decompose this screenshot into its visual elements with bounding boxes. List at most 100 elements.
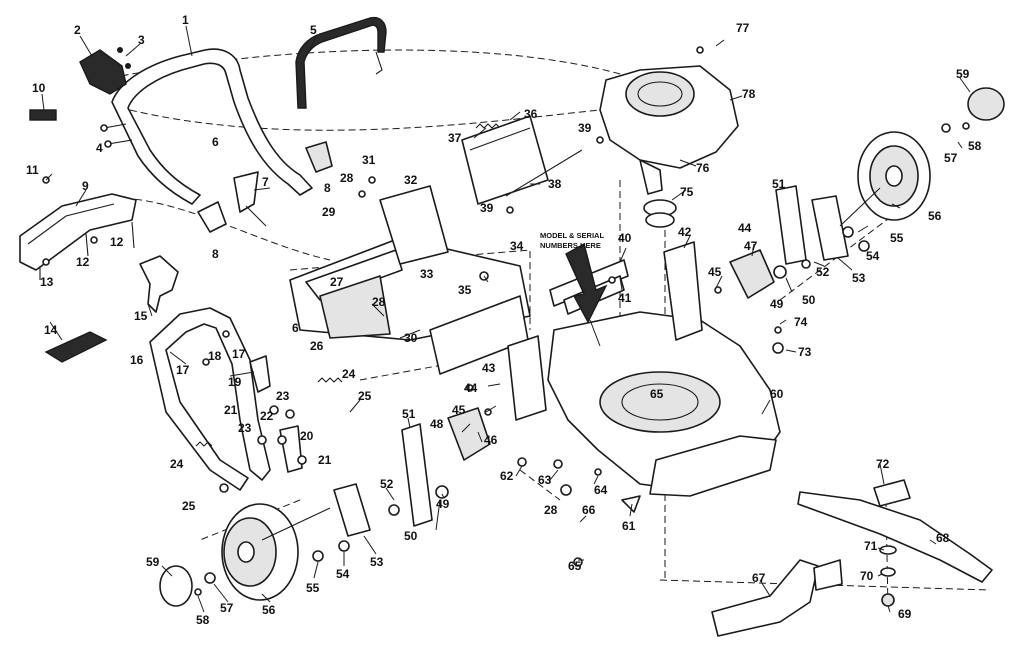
callout-12-left: 12 xyxy=(76,255,90,269)
callout-50-right: 50 xyxy=(802,293,816,307)
axle-bracket-53-right xyxy=(811,195,849,261)
rear-door-flap xyxy=(44,331,108,363)
discharge-chute-assembly xyxy=(289,237,531,375)
callout-52-left: 52 xyxy=(380,477,394,491)
callout-69: 69 xyxy=(898,607,912,621)
mower-blade-68 xyxy=(797,491,993,583)
callout-23-upper: 23 xyxy=(276,389,290,403)
callout-17-left: 17 xyxy=(176,363,190,377)
callout-38: 38 xyxy=(548,177,562,191)
callout-53-left: 53 xyxy=(370,555,384,569)
callout-72: 72 xyxy=(876,457,890,471)
callout-55-left: 55 xyxy=(306,581,320,595)
callout-54-right: 54 xyxy=(866,249,880,263)
callout-1: 1 xyxy=(182,13,189,27)
callout-70: 70 xyxy=(860,569,874,583)
callout-29: 29 xyxy=(322,205,336,219)
baffle-36 xyxy=(461,115,549,205)
callout-25-left: 25 xyxy=(182,499,196,513)
hubcap-59-left xyxy=(159,565,193,607)
callout-6-upper: 6 xyxy=(212,135,219,149)
callout-20: 20 xyxy=(300,429,314,443)
callout-78: 78 xyxy=(742,87,756,101)
callout-63: 63 xyxy=(538,473,552,487)
callout-40: 40 xyxy=(618,231,632,245)
callout-74: 74 xyxy=(794,315,808,329)
callout-24-right: 24 xyxy=(342,367,356,381)
model-serial-note: MODEL & SERIAL NUMBERS HERE xyxy=(540,231,604,250)
callout-46: 46 xyxy=(484,433,498,447)
callout-32: 32 xyxy=(404,173,418,187)
callout-16: 16 xyxy=(130,353,144,367)
model-serial-arrow xyxy=(565,242,608,324)
upper-handle xyxy=(111,48,313,205)
callout-11: 11 xyxy=(26,163,39,177)
callout-37: 37 xyxy=(448,131,462,145)
height-adjuster-48 xyxy=(447,407,491,461)
note-line-2: NUMBERS HERE xyxy=(540,241,601,250)
callout-19: 19 xyxy=(228,375,242,389)
callout-43: 43 xyxy=(482,361,496,375)
callout-53-right: 53 xyxy=(852,271,866,285)
callout-24-left: 24 xyxy=(170,457,184,471)
callout-71: 71 xyxy=(864,539,878,553)
spring-37 xyxy=(475,123,501,129)
note-line-1: MODEL & SERIAL xyxy=(540,231,604,240)
callout-26: 26 xyxy=(310,339,324,353)
callout-73: 73 xyxy=(798,345,812,359)
blade-adapter-72 xyxy=(873,479,911,507)
callout-10: 10 xyxy=(32,81,46,95)
callout-65-lower: 65 xyxy=(568,559,582,573)
callout-59-left: 59 xyxy=(146,555,160,569)
callout-58-left: 58 xyxy=(196,613,210,627)
callout-61: 61 xyxy=(622,519,636,533)
callout-7: 7 xyxy=(262,175,269,189)
callout-60: 60 xyxy=(770,387,784,401)
callout-13: 13 xyxy=(40,275,54,289)
callout-64: 64 xyxy=(594,483,608,497)
callout-36: 36 xyxy=(524,107,538,121)
callout-4: 4 xyxy=(96,141,103,155)
callout-23-lower: 23 xyxy=(238,421,252,435)
callout-34: 34 xyxy=(510,239,524,253)
pulley-75 xyxy=(643,199,677,228)
callout-50-left: 50 xyxy=(404,529,418,543)
callout-8-right: 8 xyxy=(324,181,331,195)
front-left-wheel xyxy=(221,503,331,601)
callout-35: 35 xyxy=(458,283,472,297)
bracket-19 xyxy=(249,355,271,393)
callout-41: 41 xyxy=(618,291,632,305)
control-bar xyxy=(295,16,387,109)
callout-49-right: 49 xyxy=(770,297,784,311)
bracket-8-left xyxy=(197,201,227,233)
callout-33: 33 xyxy=(420,267,434,281)
part-61 xyxy=(621,495,641,513)
callout-77: 77 xyxy=(736,21,750,35)
callout-28-lower: 28 xyxy=(544,503,558,517)
callout-57-left: 57 xyxy=(220,601,234,615)
mower-deck-housing xyxy=(547,311,781,497)
handle-bolts xyxy=(100,123,133,148)
callout-22: 22 xyxy=(260,409,274,423)
engine xyxy=(599,65,739,195)
callout-5: 5 xyxy=(310,23,317,37)
hubcap-59-right xyxy=(967,87,1005,121)
callout-55-right: 55 xyxy=(890,231,904,245)
callout-76: 76 xyxy=(696,161,710,175)
callout-47: 47 xyxy=(744,239,758,253)
callout-66: 66 xyxy=(582,503,596,517)
callout-59-right: 59 xyxy=(956,67,970,81)
bracket-32-33 xyxy=(379,185,449,265)
bracket-43 xyxy=(507,335,547,421)
height-adjuster-47 xyxy=(729,249,775,299)
axle-bracket-53-left xyxy=(333,483,371,537)
callout-8-left: 8 xyxy=(212,247,219,261)
bracket-20 xyxy=(279,425,303,473)
bracket-8-right xyxy=(305,141,333,173)
callout-31: 31 xyxy=(362,153,376,167)
callout-28-upper: 28 xyxy=(340,171,354,185)
callout-57-right: 57 xyxy=(944,151,958,165)
handle-bracket-15 xyxy=(139,255,179,313)
callout-65-deck: 65 xyxy=(650,387,664,401)
